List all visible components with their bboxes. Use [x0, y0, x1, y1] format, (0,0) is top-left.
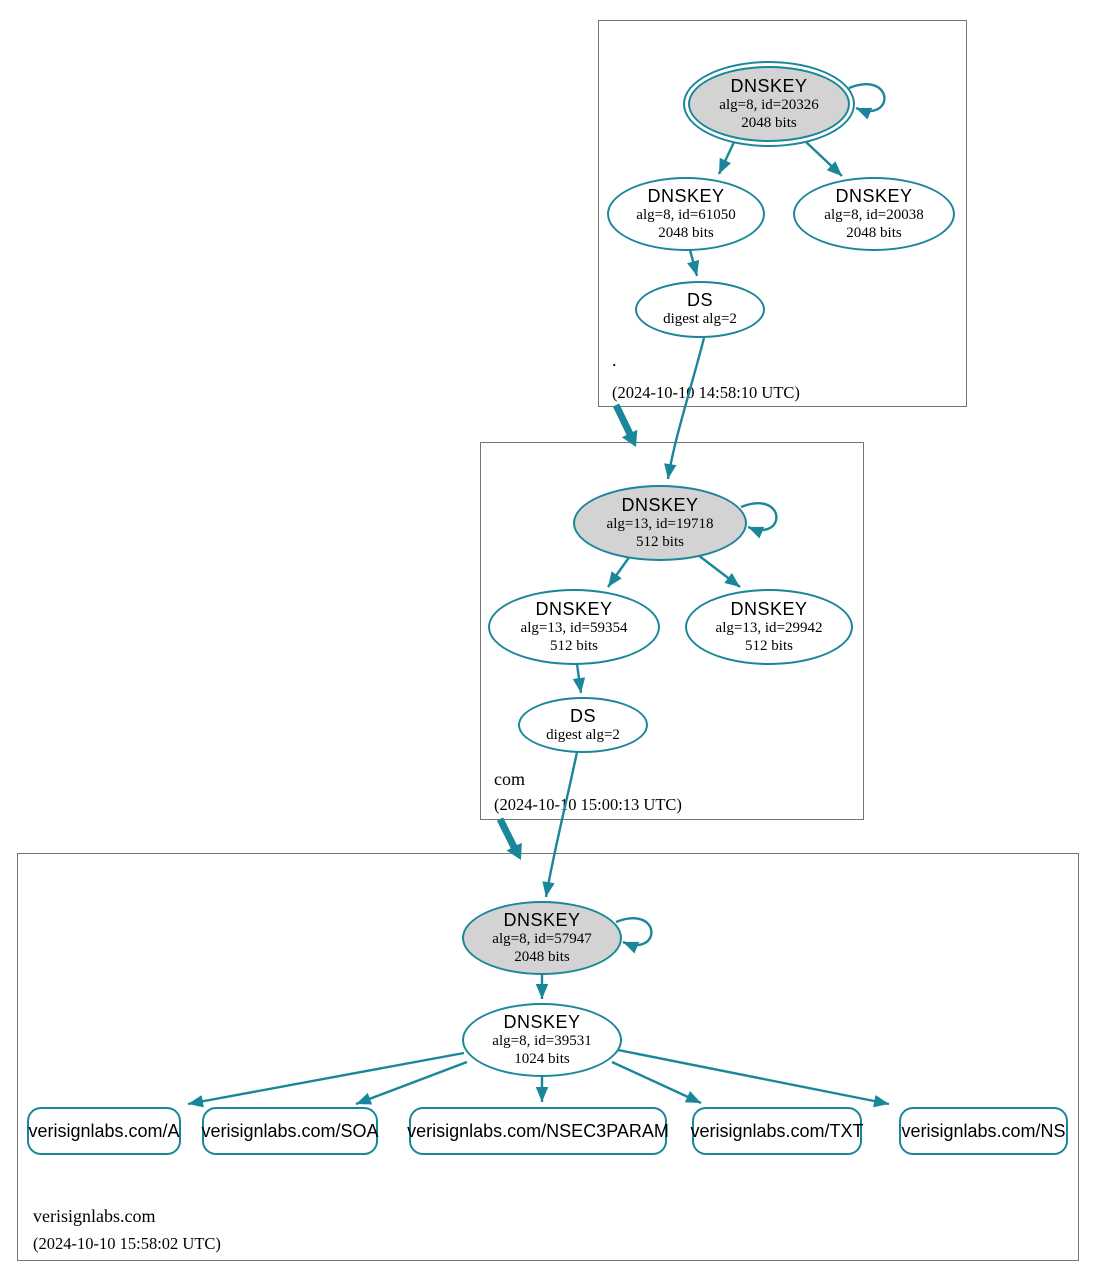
dnskey-20326-node[interactable]: DNSKEY alg=8, id=20326 2048 bits	[683, 61, 855, 147]
com-ds-node[interactable]: DS digest alg=2	[518, 697, 648, 753]
rrset-label: verisignlabs.com/NSEC3PARAM	[407, 1120, 669, 1141]
node-detail-label: alg=13, id=29942	[715, 620, 823, 636]
node-detail-label: alg=8, id=39531	[492, 1033, 592, 1049]
com-zone-label: com	[494, 769, 525, 789]
rrset-label: verisignlabs.com/SOA	[201, 1120, 379, 1141]
delegation-arrow-root-to-com	[612, 403, 638, 447]
node-bits-label: 512 bits	[550, 637, 598, 654]
node-type-label: DNSKEY	[835, 186, 913, 206]
rrset-label: verisignlabs.com/NS	[901, 1120, 1066, 1141]
rrset-label: verisignlabs.com/TXT	[690, 1120, 864, 1141]
node-detail-label: alg=13, id=59354	[520, 620, 628, 636]
node-bits-label: 2048 bits	[741, 114, 797, 131]
com-zone-timestamp: (2024-10-10 15:00:13 UTC)	[494, 795, 682, 814]
rrset-label: verisignlabs.com/A	[28, 1120, 180, 1141]
rrset-ns-node[interactable]: verisignlabs.com/NS	[899, 1107, 1068, 1155]
node-bits-label: 1024 bits	[514, 1050, 570, 1067]
node-detail-label: alg=8, id=20326	[719, 97, 819, 113]
node-detail-label: digest alg=2	[546, 726, 620, 743]
node-bits-label: 512 bits	[636, 533, 684, 550]
root-zone-timestamp: (2024-10-10 14:58:10 UTC)	[612, 383, 800, 402]
delegation-shaft	[612, 403, 634, 436]
dnskey-29942-node[interactable]: DNSKEY alg=13, id=29942 512 bits	[685, 589, 853, 665]
node-detail-label: alg=8, id=61050	[636, 207, 736, 223]
node-type-label: DS	[686, 290, 713, 311]
node-bits-label: 2048 bits	[658, 224, 714, 241]
dnskey-19718-node[interactable]: DNSKEY alg=13, id=19718 512 bits	[573, 485, 747, 561]
node-detail-label: alg=13, id=19718	[606, 516, 714, 532]
rrset-txt-node[interactable]: verisignlabs.com/TXT	[690, 1107, 864, 1155]
node-type-label: DNSKEY	[503, 1012, 581, 1032]
dnskey-39531-node[interactable]: DNSKEY alg=8, id=39531 1024 bits	[462, 1003, 622, 1077]
rrset-soa-node[interactable]: verisignlabs.com/SOA	[201, 1107, 379, 1155]
node-detail-label: alg=8, id=57947	[492, 931, 592, 947]
node-type-label: DNSKEY	[535, 599, 613, 619]
dnskey-20038-node[interactable]: DNSKEY alg=8, id=20038 2048 bits	[793, 177, 955, 251]
verisignlabs-zone-timestamp: (2024-10-10 15:58:02 UTC)	[33, 1234, 221, 1253]
delegation-shaft	[496, 817, 518, 849]
trust-anchor-inner-ring: DNSKEY alg=8, id=20326 2048 bits	[688, 66, 850, 142]
verisignlabs-zone-label: verisignlabs.com	[33, 1206, 156, 1226]
node-detail-label: alg=8, id=20038	[824, 207, 924, 223]
dnskey-57947-node[interactable]: DNSKEY alg=8, id=57947 2048 bits	[462, 901, 622, 975]
node-type-label: DNSKEY	[503, 910, 581, 930]
node-bits-label: 2048 bits	[846, 224, 902, 241]
root-ds-node[interactable]: DS digest alg=2	[635, 281, 765, 338]
root-zone-label: .	[612, 350, 617, 370]
rrset-a-node[interactable]: verisignlabs.com/A	[27, 1107, 181, 1155]
node-type-label: DS	[569, 705, 596, 726]
node-type-label: DNSKEY	[730, 76, 808, 96]
dnskey-61050-node[interactable]: DNSKEY alg=8, id=61050 2048 bits	[607, 177, 765, 251]
node-detail-label: digest alg=2	[663, 311, 737, 328]
node-type-label: DNSKEY	[647, 186, 725, 206]
dnskey-59354-node[interactable]: DNSKEY alg=13, id=59354 512 bits	[488, 589, 660, 665]
node-type-label: DNSKEY	[730, 599, 808, 619]
node-bits-label: 2048 bits	[514, 948, 570, 965]
rrset-nsec3param-node[interactable]: verisignlabs.com/NSEC3PARAM	[407, 1107, 669, 1155]
node-bits-label: 512 bits	[745, 637, 793, 654]
node-type-label: DNSKEY	[621, 495, 699, 515]
